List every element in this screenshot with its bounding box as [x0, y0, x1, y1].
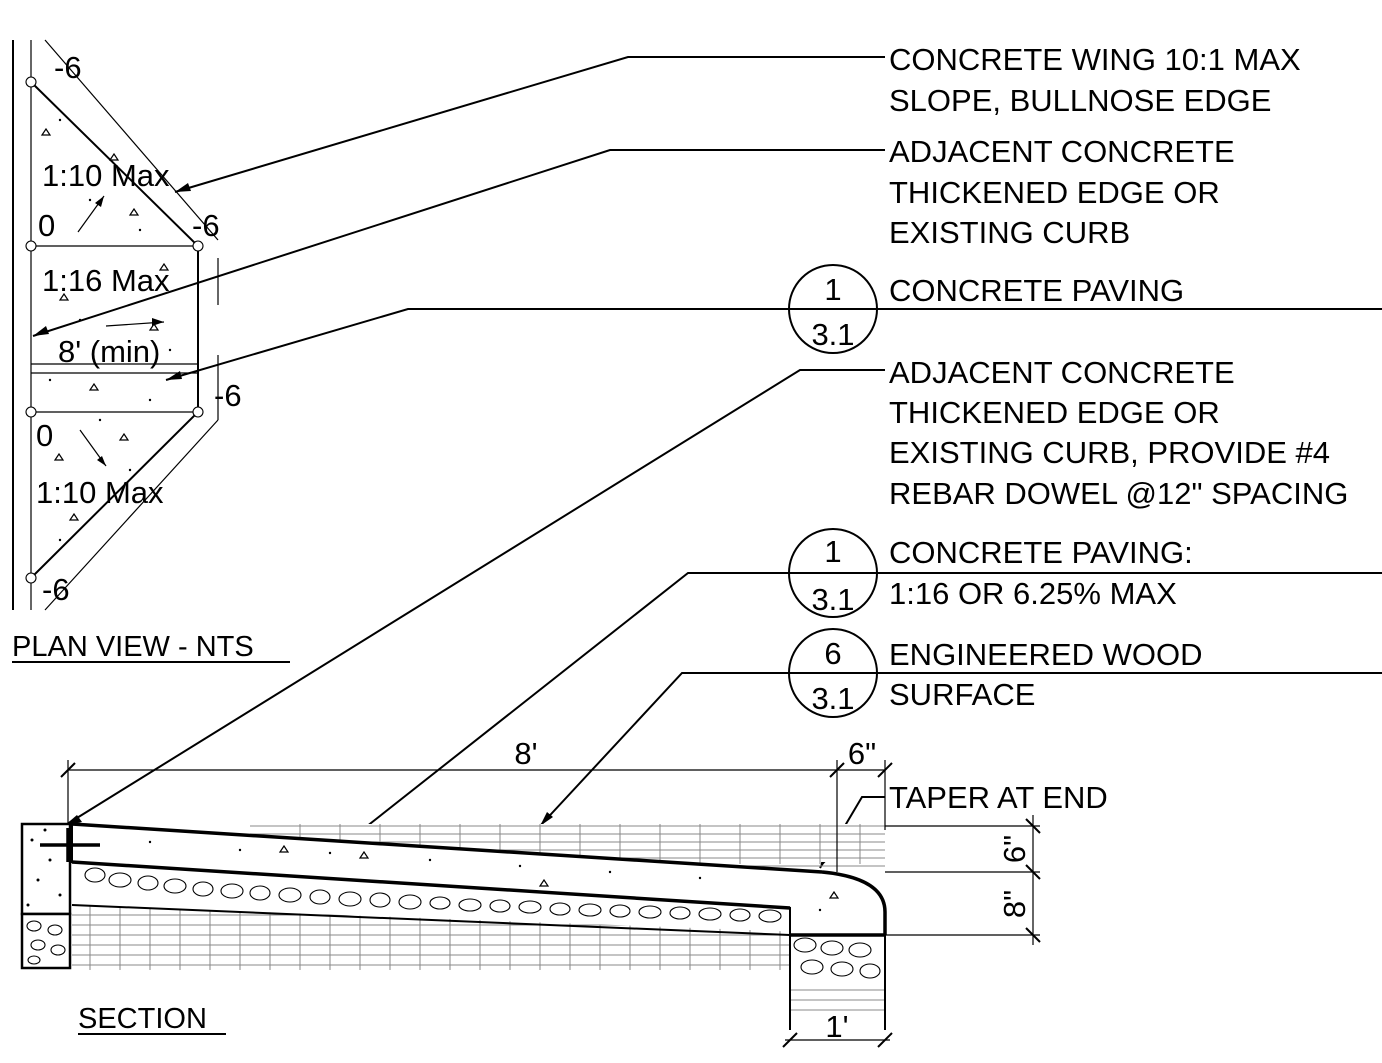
plan-spot-zero-upper: 0 — [38, 208, 55, 243]
plan-spot-right-lower: -6 — [214, 378, 242, 413]
callout-adjacent-2-line-4: REBAR DOWEL @12" SPACING — [889, 476, 1348, 511]
dim-end: 6" — [848, 736, 876, 771]
section-dimensions: 8' 6" 6" 8" 1' — [60, 736, 1041, 1048]
callout-wing: CONCRETE WING 10:1 MAX SLOPE, BULLNOSE E… — [889, 42, 1301, 118]
dim-length: 8' — [514, 736, 537, 771]
callout-adjacent-2-line-3: EXISTING CURB, PROVIDE #4 — [889, 435, 1330, 470]
callout-paving-2: 1 3.1 CONCRETE PAVING: 1:16 OR 6.25% MAX — [788, 528, 1193, 618]
plan-concrete-stipple — [40, 118, 172, 542]
plan-ramp-outline — [30, 81, 199, 579]
dim-thickness: 6" — [997, 835, 1032, 863]
callout-wood-line-2: SURFACE — [889, 677, 1035, 712]
callout-adjacent-1: ADJACENT CONCRETE THICKENED EDGE OR EXIS… — [889, 134, 1235, 250]
callout-wood-line-1: ENGINEERED WOOD — [889, 637, 1202, 672]
dim-depth: 8" — [997, 890, 1032, 918]
plan-view: -6 1:10 Max 0 -6 1:16 Max 8' (min) -6 0 … — [12, 39, 290, 663]
plan-spot-top: -6 — [54, 50, 82, 85]
callout-adjacent-1-line-3: EXISTING CURB — [889, 215, 1130, 250]
concrete-ramp-slab — [71, 822, 887, 937]
ref-tag-2-bottom: 3.1 — [811, 582, 854, 617]
ref-tag-1-bottom: 3.1 — [811, 317, 854, 352]
callout-adjacent-2-line-1: ADJACENT CONCRETE — [889, 355, 1235, 390]
callout-wing-line-2: SLOPE, BULLNOSE EDGE — [889, 83, 1271, 118]
callout-adjacent-1-line-1: ADJACENT CONCRETE — [889, 134, 1235, 169]
plan-spot-bottom: -6 — [42, 572, 70, 607]
callout-paving-2-line-2: 1:16 OR 6.25% MAX — [889, 576, 1177, 611]
callout-wing-line-1: CONCRETE WING 10:1 MAX — [889, 42, 1301, 77]
callout-paving-1-text: CONCRETE PAVING — [889, 273, 1184, 308]
callout-paving-2-line-1: CONCRETE PAVING: — [889, 535, 1193, 570]
section-title: SECTION — [78, 1003, 207, 1035]
plan-spot-zero-lower: 0 — [36, 418, 53, 453]
callout-leaders — [32, 56, 1382, 869]
adjacent-curb — [20, 822, 100, 970]
section-view: 8' 6" 6" 8" 1' SECTION — [20, 736, 1041, 1048]
plan-spot-right-upper: -6 — [192, 208, 220, 243]
callout-adjacent-1-line-2: THICKENED EDGE OR — [889, 175, 1220, 210]
plan-title: PLAN VIEW - NTS — [12, 631, 254, 663]
callout-wood: 6 3.1 ENGINEERED WOOD SURFACE — [788, 628, 1202, 718]
callout-adjacent-2-line-2: THICKENED EDGE OR — [889, 395, 1220, 430]
plan-slope-upper: 1:10 Max — [42, 158, 170, 193]
plan-slope-lower: 1:10 Max — [36, 475, 164, 510]
callout-paving-1: 1 3.1 CONCRETE PAVING — [788, 264, 1184, 354]
ref-tag-3-bottom: 3.1 — [811, 681, 854, 716]
callout-adjacent-2: ADJACENT CONCRETE THICKENED EDGE OR EXIS… — [889, 355, 1348, 511]
ref-tag-1-top: 1 — [824, 272, 841, 307]
plan-slope-middle: 1:16 Max — [42, 263, 170, 298]
plan-width-label: 8' (min) — [58, 334, 160, 369]
gravel-base — [71, 862, 886, 1030]
dim-base: 1' — [825, 1009, 848, 1044]
ref-tag-2-top: 1 — [824, 534, 841, 569]
ref-tag-3-top: 6 — [824, 636, 841, 671]
callout-taper: TAPER AT END — [889, 780, 1108, 815]
